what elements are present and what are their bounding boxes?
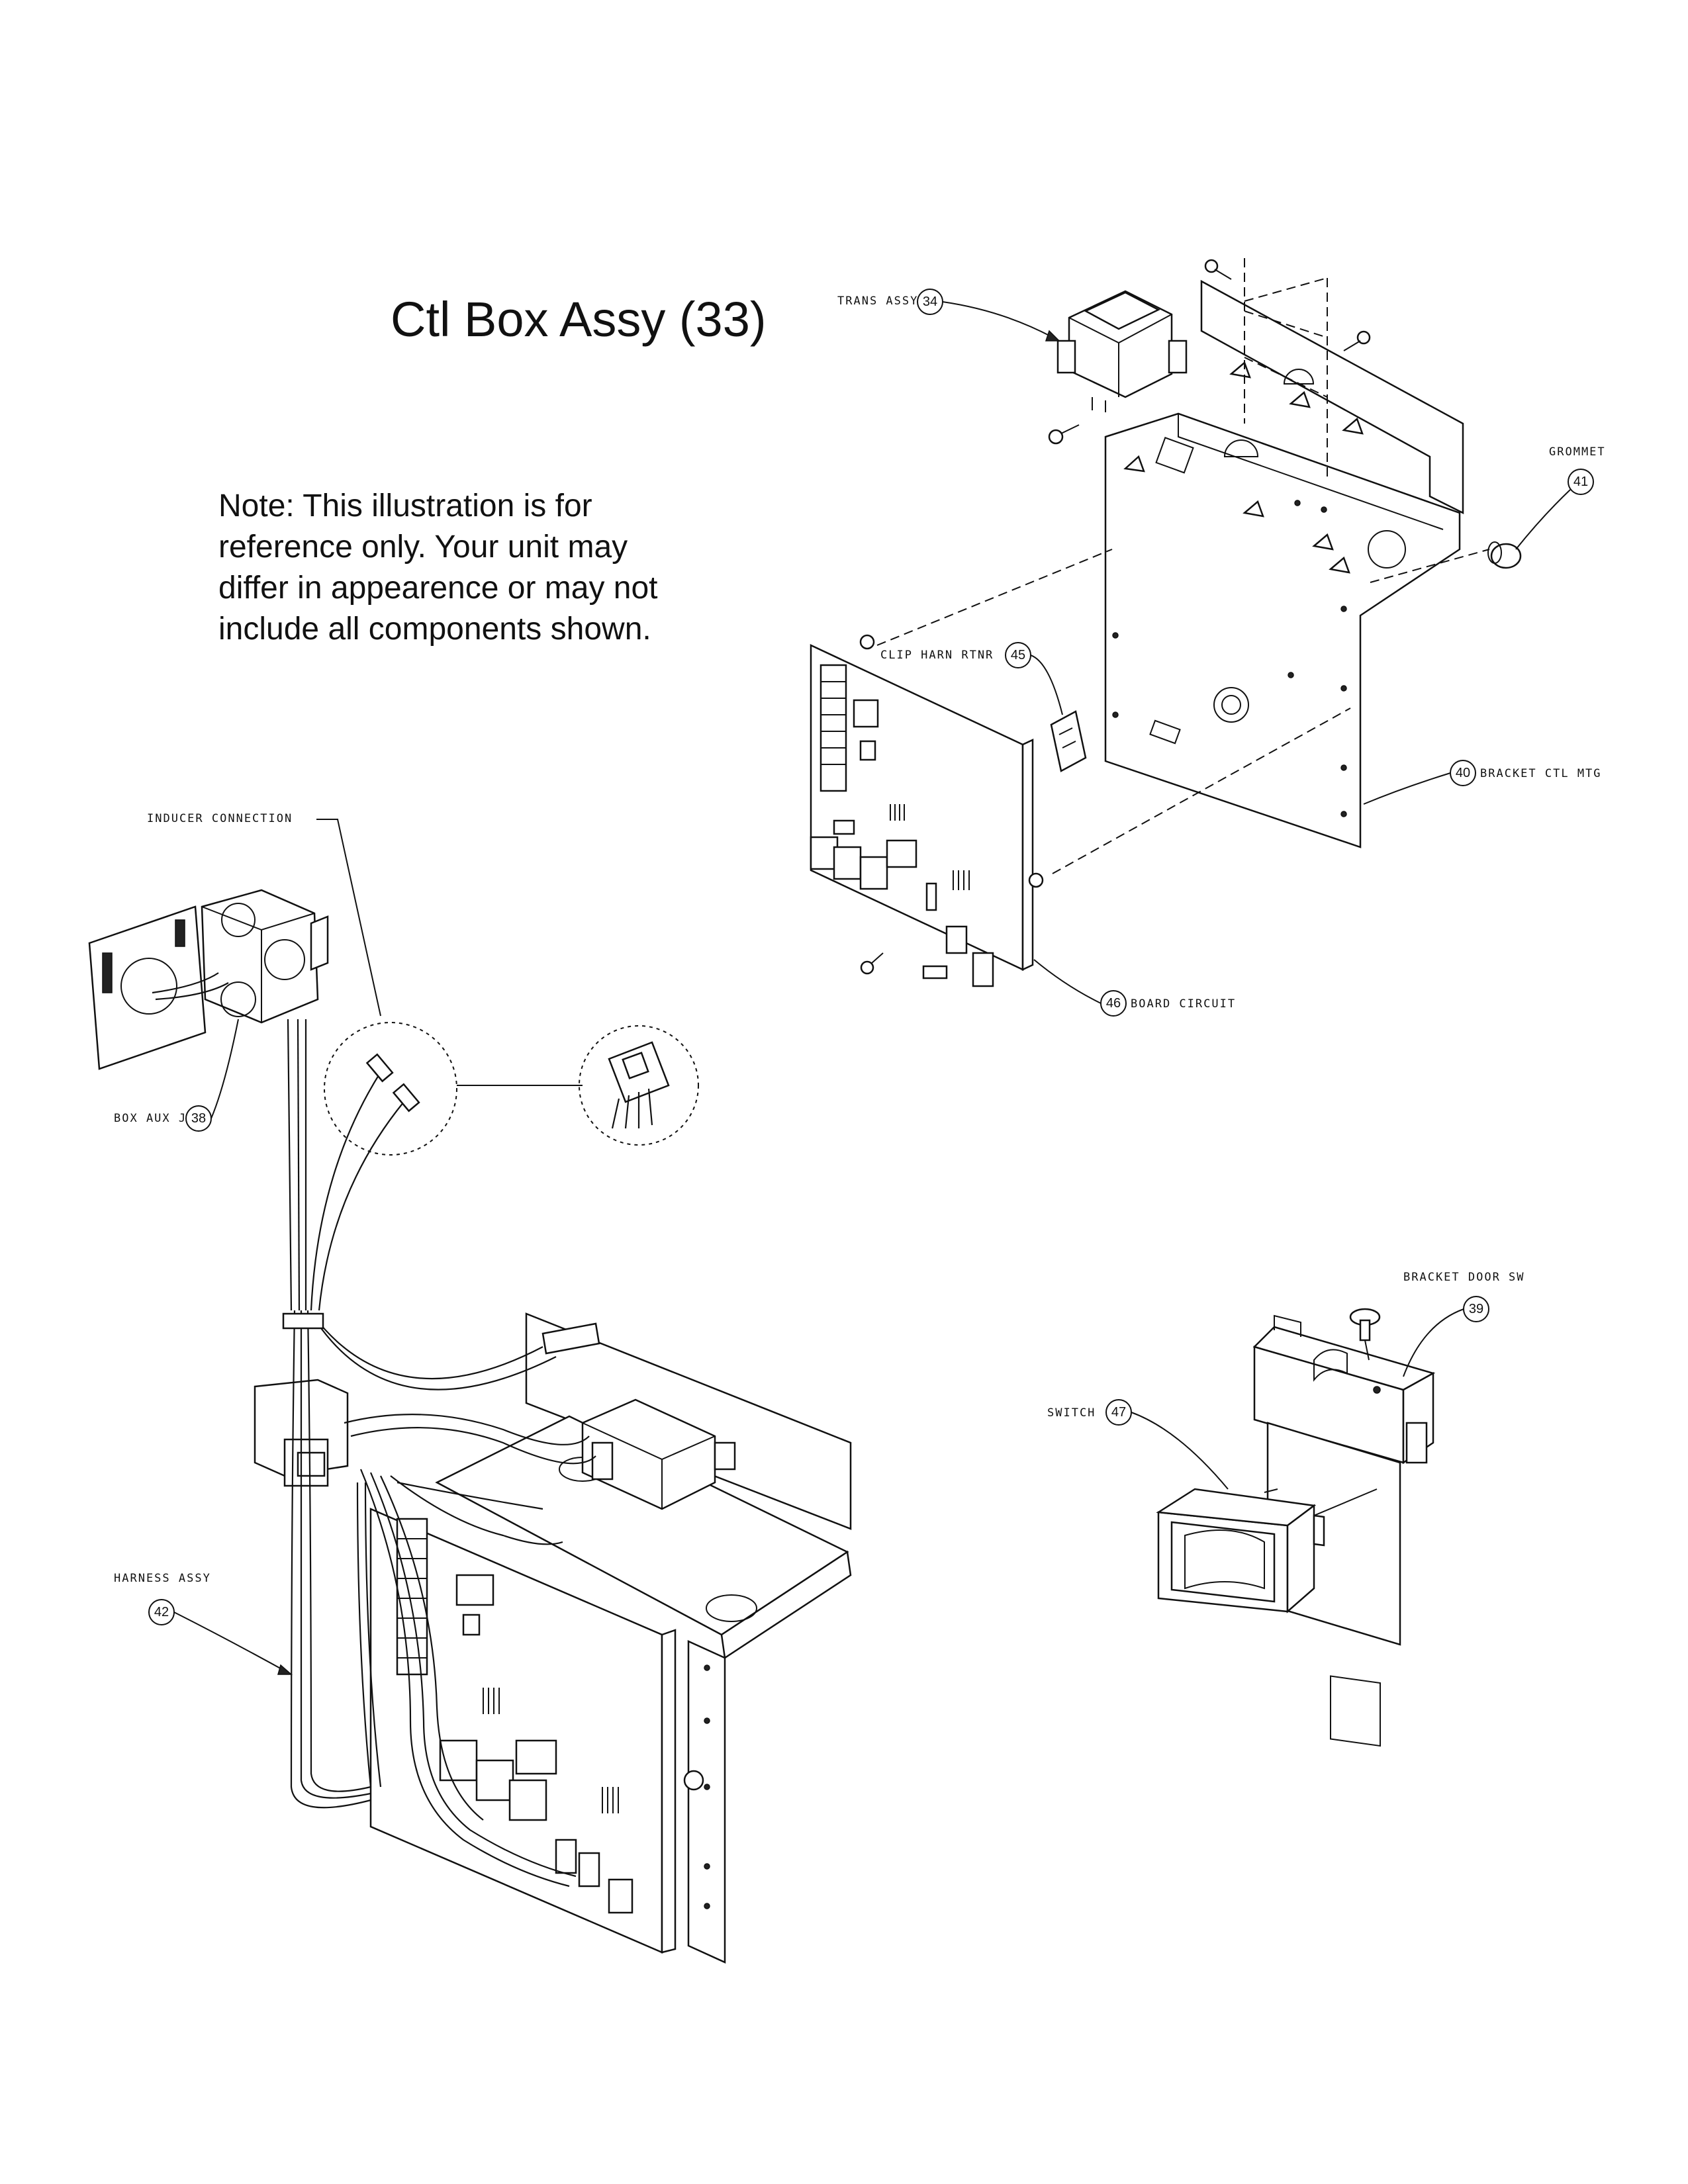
grommet-label: GROMMET [1549,445,1606,459]
board-circuit-label: BOARD CIRCUIT [1131,997,1236,1011]
bracket-ctl-mtg-number: 40 [1456,766,1470,780]
inducer-wires [287,1019,420,1311]
assembled-control-box [254,1310,852,1964]
clip-harn-rtnr-part [1050,710,1087,772]
note-line-2: reference only. Your unit may [218,529,628,565]
exploded-control-box: TRANS ASSY 34 GROMMET 41 CLIP HARN RTNR … [810,258,1606,1017]
callout-switch: SWITCH 47 [1047,1399,1229,1490]
clip-harn-rtnr-label: CLIP HARN RTNR [880,649,994,662]
callout-box-aux-j: BOX AUX J 38 [114,1019,239,1132]
trans-assy-label: TRANS ASSY [837,295,918,308]
box-aux-j-label: BOX AUX J [114,1112,187,1125]
inducer-connection-label: INDUCER CONNECTION [147,812,293,825]
callout-clip-harn-rtnr: CLIP HARN RTNR 45 [880,642,1063,715]
trans-assy-number: 34 [923,295,937,309]
bracket-door-sw-number: 39 [1469,1302,1483,1316]
reference-note: Note: This illustration is for reference… [218,488,658,647]
harness-assy-number: 42 [154,1605,169,1619]
board-circuit-number: 46 [1106,996,1121,1011]
grommet-number: 41 [1573,475,1588,489]
switch-number: 47 [1111,1405,1126,1420]
note-line-4: include all components shown. [218,612,651,647]
transformer-part [1056,290,1188,412]
circuit-board-part [810,634,1044,987]
box-aux-j-number: 38 [191,1111,206,1126]
diagram-title: Ctl Box Assy (33) [391,292,767,347]
bracket-ctl-mtg-part [1104,258,1464,848]
box-aux-j-assembly [88,889,329,1070]
screw-fasteners [1048,259,1371,445]
bracket-door-sw-label: BRACKET DOOR SW [1403,1271,1525,1284]
callout-trans-assy: TRANS ASSY 34 [837,289,1060,341]
bracket-ctl-mtg-label: BRACKET CTL MTG [1480,767,1602,780]
note-line-3: differ in appearence or may not [218,570,658,606]
callout-board-circuit: 46 BOARD CIRCUIT [1033,959,1236,1017]
harness-wire-bundle [290,1310,596,1888]
grommet-part [1487,541,1522,569]
callout-inducer-connection: INDUCER CONNECTION [147,812,381,1017]
callout-bracket-ctl-mtg: 40 BRACKET CTL MTG [1363,760,1602,805]
callout-grommet: GROMMET 41 [1515,445,1606,550]
inducer-connection-detail [324,1022,699,1156]
switch-part [1156,1488,1378,1614]
bracket-screw [1349,1308,1381,1361]
note-line-1: Note: This illustration is for [218,488,592,523]
harness-assy-label: HARNESS ASSY [114,1572,211,1585]
callout-bracket-door-sw: BRACKET DOOR SW 39 [1403,1271,1525,1377]
clip-harn-rtnr-number: 45 [1011,648,1025,662]
callout-harness-assy: HARNESS ASSY 42 [114,1572,293,1675]
switch-label: SWITCH [1047,1406,1096,1420]
